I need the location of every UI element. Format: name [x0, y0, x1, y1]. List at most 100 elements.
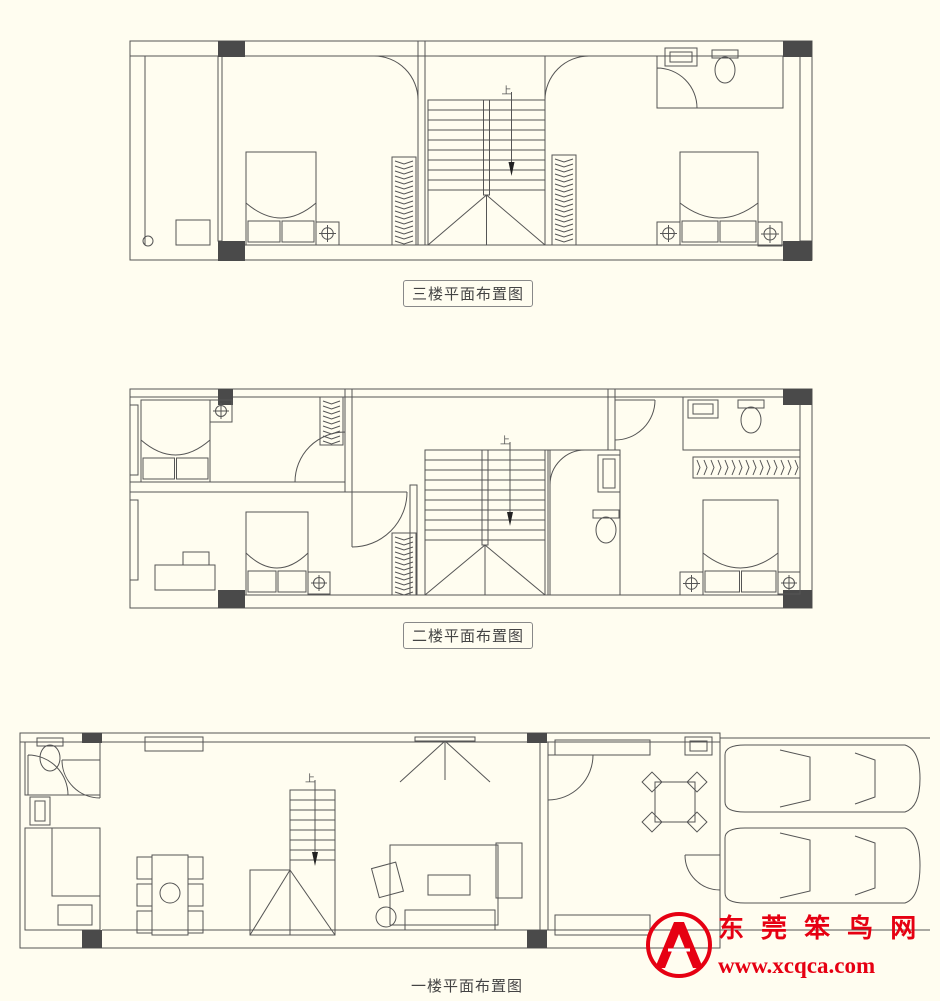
hanger: [322, 425, 341, 430]
stair-handrail: [483, 99, 490, 196]
table-ornament: [159, 882, 181, 904]
floor3-bathroom-door: [656, 67, 698, 109]
hanger: [394, 225, 414, 230]
stair-up-mark: 上: [500, 435, 510, 447]
hanger: [394, 235, 414, 240]
door-arc: [614, 399, 656, 441]
nightstand: [777, 571, 801, 595]
hanger: [554, 163, 574, 168]
stair-winder: [289, 869, 336, 936]
pillow: [176, 457, 209, 480]
bed-frame: [245, 511, 309, 596]
door-arc: [549, 449, 586, 486]
floor2-bathroom-door: [549, 449, 586, 486]
floor2-door: [614, 399, 656, 441]
floor3-title: 三楼平面布置图: [403, 280, 534, 307]
floor2-room-divider: [129, 481, 346, 493]
hanger: [394, 160, 414, 165]
structural-column: [527, 930, 547, 948]
hanger: [322, 405, 341, 410]
nightstand-box: [679, 571, 704, 596]
hanger: [554, 178, 574, 183]
floor1-title: 一楼平面布置图: [403, 973, 532, 998]
pillow: [681, 220, 719, 243]
coffee-table: [427, 874, 471, 896]
hanger: [394, 215, 414, 220]
hanger: [394, 165, 414, 170]
hanger: [554, 218, 574, 223]
hanger: [554, 198, 574, 203]
garage-side-door: [684, 854, 721, 891]
hanger: [394, 195, 414, 200]
pillow: [247, 570, 277, 593]
toilet-tank: [737, 399, 765, 409]
kitchen-counter: [51, 827, 101, 897]
patio-chair: [686, 771, 708, 793]
washing-machine: [175, 219, 211, 246]
hanger: [322, 430, 341, 435]
dining-chair: [136, 883, 153, 907]
door-arc: [547, 754, 594, 801]
hanger: [394, 536, 414, 541]
wash-basin: [687, 399, 719, 419]
hanger: [322, 400, 341, 405]
bed-frame: [245, 151, 317, 246]
door-arc: [544, 55, 590, 101]
hanger: [394, 591, 414, 596]
hanger: [394, 230, 414, 235]
hanger: [554, 208, 574, 213]
hanger: [731, 459, 736, 476]
planter: [554, 914, 651, 936]
bed-frame: [702, 499, 779, 596]
hanger: [322, 410, 341, 415]
dining-chair: [136, 856, 153, 880]
tv: [414, 736, 476, 742]
nightstand-box: [777, 571, 801, 595]
hanger: [322, 420, 341, 425]
hanger: [394, 185, 414, 190]
dining-chair: [187, 856, 204, 880]
toilet-tank: [592, 509, 620, 519]
patio-chair: [641, 811, 663, 833]
hanger: [394, 220, 414, 225]
basin-counter: [597, 454, 621, 493]
wardrobe: [319, 396, 344, 446]
wash-basin: [664, 47, 698, 67]
nightstand-box: [757, 221, 783, 247]
floor2-title: 二楼平面布置图: [403, 622, 534, 649]
wardrobe-box: [391, 156, 417, 246]
stair-up-mark: 上: [305, 773, 315, 785]
dining-chair: [187, 910, 204, 934]
pillow: [247, 220, 281, 243]
side-table: [375, 906, 397, 928]
toilet-bowl: [595, 516, 617, 544]
hanger: [322, 435, 341, 440]
hanger: [322, 415, 341, 420]
double-bed: [140, 399, 211, 483]
living-rug: [389, 844, 499, 926]
floor3-bathroom: [656, 55, 784, 109]
planter: [554, 739, 651, 756]
watermark-url: www.xcqca.com: [718, 953, 876, 978]
hanger: [394, 546, 414, 551]
toilet-bowl: [714, 56, 736, 84]
blanket-fold: [140, 439, 211, 456]
stair-up-mark: 上: [502, 85, 512, 97]
hanger: [745, 459, 750, 476]
hanger: [696, 459, 701, 476]
car: [724, 827, 921, 904]
structural-column: [218, 590, 245, 608]
wardrobe: [391, 156, 417, 246]
structural-column: [218, 241, 245, 261]
staircase: 上: [424, 435, 546, 596]
tv-sightline: [399, 740, 446, 783]
basin-bowl: [602, 458, 616, 489]
stair-winder: [484, 544, 546, 596]
hanger: [394, 200, 414, 205]
door-arc: [656, 67, 698, 109]
structural-column: [527, 733, 547, 743]
stair-arrow-icon: [312, 852, 318, 866]
double-bed: [702, 499, 779, 596]
basin-bowl: [669, 51, 693, 63]
hanger: [554, 188, 574, 193]
